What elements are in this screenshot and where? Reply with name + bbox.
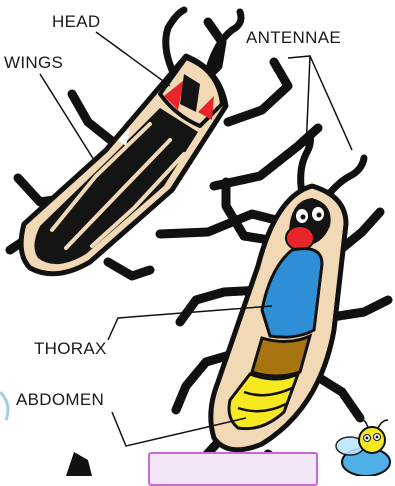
label-abdomen: ABDOMEN — [16, 390, 104, 410]
info-panel — [148, 452, 318, 486]
head-leader-line — [96, 32, 170, 86]
decorative-black-shape — [66, 452, 92, 476]
beetle-2-red-mouth — [286, 226, 314, 250]
label-thorax: THORAX — [34, 339, 107, 359]
label-wings: WINGS — [4, 53, 63, 73]
beetle-glowing — [176, 134, 388, 470]
label-head: HEAD — [52, 12, 100, 32]
beetle-2-abdomen-brown — [252, 336, 310, 376]
label-antennae: ANTENNAE — [246, 28, 341, 48]
cartoon-firefly-icon — [336, 418, 390, 476]
antennae-leader-line — [288, 56, 352, 150]
decorative-swirl — [0, 392, 8, 420]
